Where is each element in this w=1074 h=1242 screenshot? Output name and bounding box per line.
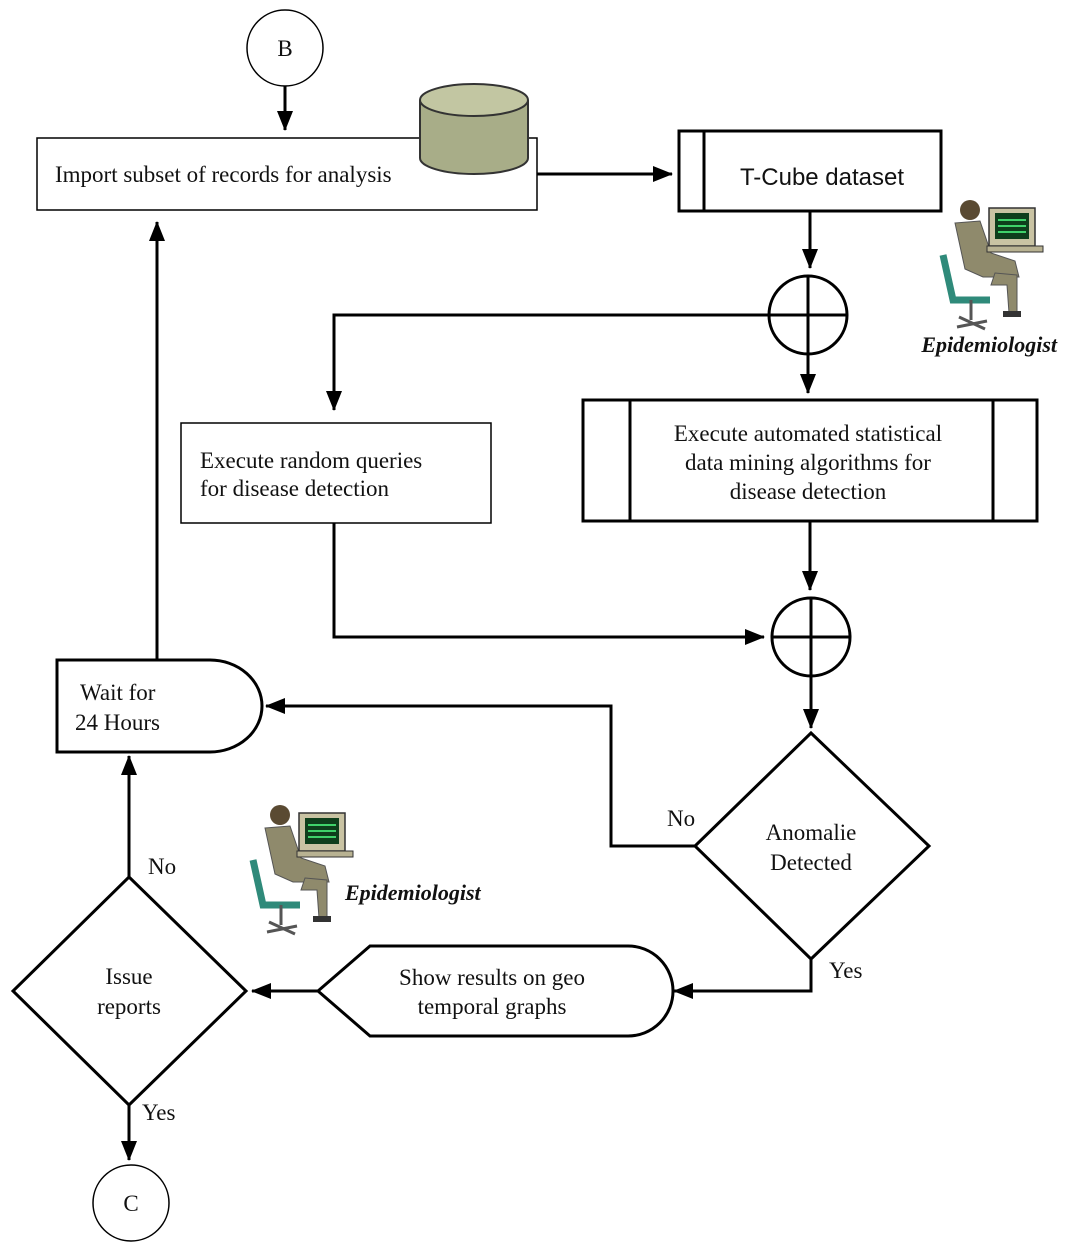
wait-line1: Wait for bbox=[80, 680, 156, 705]
automated-line1: Execute automated statistical bbox=[674, 421, 942, 446]
merge-junction bbox=[770, 596, 852, 678]
import-records-label: Import subset of records for analysis bbox=[55, 162, 392, 187]
issue-yes-label: Yes bbox=[142, 1100, 176, 1125]
arrow-anomalie-no-to-wait bbox=[265, 698, 695, 848]
issue-reports-decision: Issue reports bbox=[10, 874, 249, 1108]
automated-algorithms-box: Execute automated statistical data minin… bbox=[581, 398, 1039, 523]
issue-line2: reports bbox=[97, 994, 161, 1019]
wait-24-hours-delay: Wait for 24 Hours bbox=[55, 658, 264, 754]
connector-b-label: B bbox=[277, 36, 292, 61]
epidemiologist-icon-top bbox=[939, 200, 1044, 331]
arrow-split-to-random-queries bbox=[326, 313, 769, 411]
epidemiologist-label-top: Epidemiologist bbox=[920, 332, 1058, 357]
issue-no-label: No bbox=[148, 854, 176, 879]
tcube-dataset-label: T-Cube dataset bbox=[740, 164, 904, 191]
anomalie-line1: Anomalie bbox=[766, 820, 857, 845]
connector-c: C bbox=[92, 1164, 170, 1242]
show-results-display: Show results on geo temporal graphs bbox=[315, 944, 675, 1038]
show-results-line1: Show results on geo bbox=[399, 965, 585, 990]
random-queries-line1: Execute random queries bbox=[200, 448, 422, 473]
anomalie-no-label: No bbox=[667, 806, 695, 831]
anomalie-yes-label: Yes bbox=[829, 958, 863, 983]
connector-b: B bbox=[246, 9, 324, 87]
issue-line1: Issue bbox=[105, 964, 152, 989]
automated-line2: data mining algorithms for bbox=[685, 450, 931, 475]
arrow-random-to-merge bbox=[332, 523, 765, 645]
tcube-dataset-box: T-Cube dataset bbox=[677, 129, 943, 213]
anomalie-detected-decision: Anomalie Detected bbox=[692, 730, 932, 962]
random-queries-line2: for disease detection bbox=[200, 476, 390, 501]
arrow-anomalie-yes-to-results bbox=[673, 959, 813, 999]
wait-line2: 24 Hours bbox=[75, 710, 160, 735]
epidemiologist-icon-bottom bbox=[249, 805, 354, 936]
epidemiologist-label-bottom: Epidemiologist bbox=[344, 880, 482, 905]
connector-c-label: C bbox=[123, 1191, 138, 1216]
database-icon bbox=[419, 83, 529, 175]
split-junction bbox=[767, 274, 849, 356]
show-results-line2: temporal graphs bbox=[418, 994, 567, 1019]
automated-line3: disease detection bbox=[730, 479, 887, 504]
anomalie-line2: Detected bbox=[770, 850, 852, 875]
random-queries-box: Execute random queries for disease detec… bbox=[180, 422, 492, 524]
